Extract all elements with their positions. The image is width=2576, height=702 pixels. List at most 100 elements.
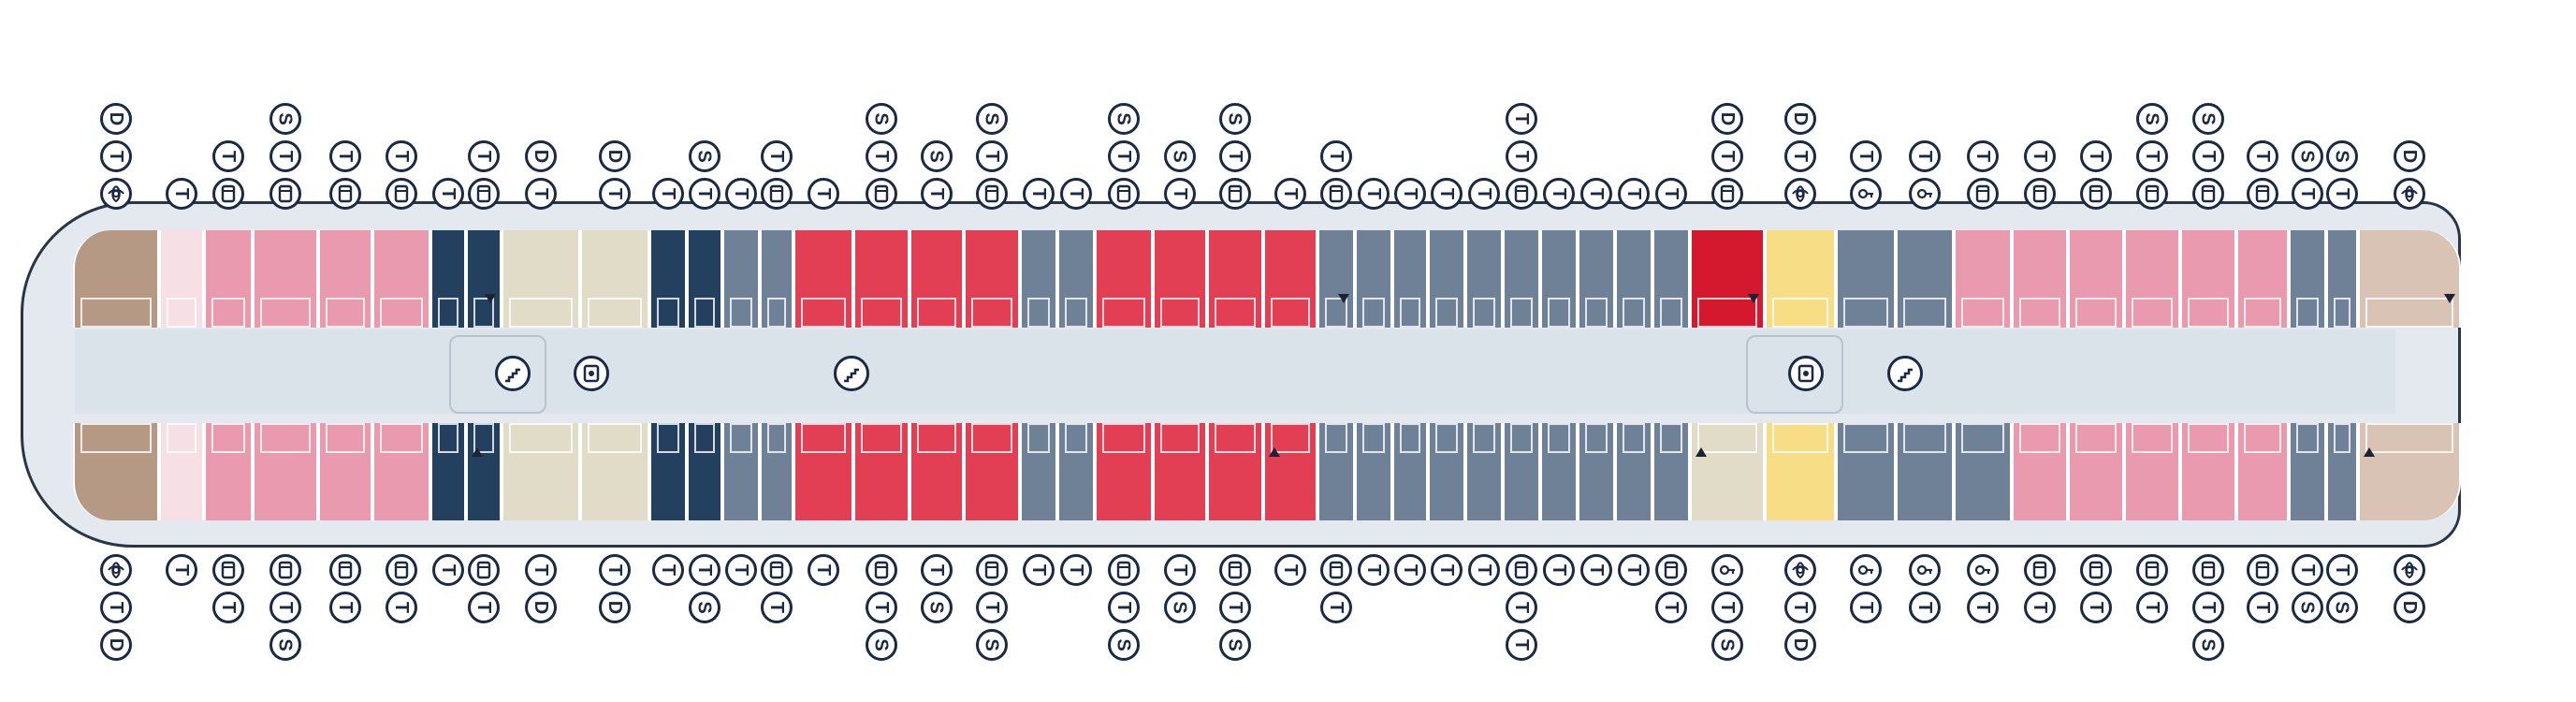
cabin-9084[interactable]	[372, 423, 430, 520]
cabin-9074[interactable]	[649, 423, 687, 520]
cabin-9076[interactable]	[580, 423, 649, 520]
cabin-9093[interactable]	[159, 230, 204, 328]
cabin-9038[interactable]	[1465, 423, 1503, 520]
cabin-9081[interactable]	[466, 230, 502, 328]
cabin-9094[interactable]	[73, 423, 159, 520]
cabin-9010[interactable]	[2180, 423, 2236, 520]
cabin-9004[interactable]	[2326, 423, 2358, 520]
cabin-9082[interactable]	[430, 423, 466, 520]
cabin-9032[interactable]	[1578, 423, 1615, 520]
icon-letter: D	[604, 149, 625, 164]
cabin-9049[interactable]	[1263, 230, 1317, 328]
cabin-9033[interactable]	[1578, 230, 1615, 328]
cabin-9062[interactable]	[910, 423, 964, 520]
cabin-9027[interactable]	[1690, 230, 1765, 328]
cabin-9070[interactable]	[722, 423, 760, 520]
cabin-9085[interactable]	[372, 230, 430, 328]
cabin-9015[interactable]	[2012, 230, 2068, 328]
cabin-9090[interactable]	[204, 423, 253, 520]
cabin-9079[interactable]	[502, 230, 580, 328]
cabin-9013[interactable]	[2068, 230, 2124, 328]
cabin-9057[interactable]	[1057, 230, 1095, 328]
cabin-9031[interactable]	[1615, 230, 1652, 328]
twin-bed-letter-icon: T	[2326, 178, 2358, 210]
cabin-9078[interactable]	[502, 423, 580, 520]
cabin-9054[interactable]	[1095, 423, 1153, 520]
cabin-9041[interactable]	[1428, 230, 1465, 328]
cabin-9073[interactable]	[687, 230, 722, 328]
cabin-9006[interactable]	[2289, 423, 2326, 520]
cabin-9030[interactable]	[1615, 423, 1652, 520]
cabin-9061[interactable]	[964, 230, 1020, 328]
cabin-9023[interactable]	[1836, 230, 1896, 328]
cabin-9066[interactable]	[793, 423, 853, 520]
cabin-9092[interactable]	[159, 423, 204, 520]
cabin-9036[interactable]	[1503, 423, 1540, 520]
icon-letter: T	[2332, 563, 2352, 577]
cabin-9083[interactable]	[430, 230, 466, 328]
cabin-9072[interactable]	[687, 423, 722, 520]
cabin-9065[interactable]	[853, 230, 910, 328]
cabin-9060[interactable]	[964, 423, 1020, 520]
cabin-9071[interactable]	[722, 230, 760, 328]
cabin-9047[interactable]	[1317, 230, 1355, 328]
cabin-9046[interactable]	[1317, 423, 1355, 520]
cabin-9024[interactable]	[1765, 423, 1836, 520]
cabin-9077[interactable]	[580, 230, 649, 328]
icon-letter: T	[694, 563, 715, 577]
cabin-9022[interactable]	[1836, 423, 1896, 520]
cabin-9003[interactable]	[2326, 230, 2358, 328]
cabin-9012[interactable]	[2124, 423, 2180, 520]
cabin-9029[interactable]	[1652, 230, 1690, 328]
cabin-9016[interactable]	[2012, 423, 2068, 520]
cabin-9069[interactable]	[760, 230, 793, 328]
cabin-9067[interactable]	[793, 230, 853, 328]
cabin-9020[interactable]	[1896, 423, 1954, 520]
cabin-9055[interactable]	[1095, 230, 1153, 328]
cabin-9042[interactable]	[1392, 423, 1428, 520]
cabin-9064[interactable]	[853, 423, 910, 520]
cabin-9034[interactable]	[1540, 423, 1578, 520]
cabin-9052[interactable]	[1153, 423, 1207, 520]
cabin-9087[interactable]	[318, 230, 372, 328]
cabin-9028[interactable]	[1652, 423, 1690, 520]
cabin-9009[interactable]	[2180, 230, 2236, 328]
cabin-9014[interactable]	[2068, 423, 2124, 520]
cabin-9058[interactable]	[1020, 423, 1057, 520]
cabin-9086[interactable]	[318, 423, 372, 520]
cabin-9050[interactable]	[1207, 423, 1263, 520]
cabin-9043[interactable]	[1392, 230, 1428, 328]
cabin-9035[interactable]	[1540, 230, 1578, 328]
cabin-9002[interactable]	[2358, 423, 2461, 520]
cabin-9025[interactable]	[1765, 230, 1836, 328]
cabin-9007[interactable]	[2236, 230, 2289, 328]
cabin-9075[interactable]	[649, 230, 687, 328]
cabin-9037[interactable]	[1503, 230, 1540, 328]
cabin-9011[interactable]	[2124, 230, 2180, 328]
twin-bed-letter-icon: T	[1543, 178, 1575, 210]
cabin-9095[interactable]	[73, 230, 159, 328]
cabin-9018[interactable]	[1954, 423, 2012, 520]
cabin-9091[interactable]	[204, 230, 253, 328]
cabin-9044[interactable]	[1355, 423, 1392, 520]
cabin-9056[interactable]	[1057, 423, 1095, 520]
cabin-9088[interactable]	[253, 423, 318, 520]
cabin-9059[interactable]	[1020, 230, 1057, 328]
cabin-9063[interactable]	[910, 230, 964, 328]
cabin-9005[interactable]	[2289, 230, 2326, 328]
cabin-9021[interactable]	[1896, 230, 1954, 328]
cabin-9068[interactable]	[760, 423, 793, 520]
cabin-9026[interactable]	[1690, 423, 1765, 520]
cabin-9045[interactable]	[1355, 230, 1392, 328]
cabin-9008[interactable]	[2236, 423, 2289, 520]
cabin-9039[interactable]	[1465, 230, 1503, 328]
cabin-9080[interactable]	[466, 423, 502, 520]
cabin-9001[interactable]	[2358, 230, 2461, 328]
cabin-9019[interactable]	[1954, 230, 2012, 328]
cabin-9048[interactable]	[1263, 423, 1317, 520]
cabin-9089[interactable]	[253, 230, 318, 328]
cabin-9053[interactable]	[1153, 230, 1207, 328]
cabin-9040[interactable]	[1428, 423, 1465, 520]
cabin-9051[interactable]	[1207, 230, 1263, 328]
